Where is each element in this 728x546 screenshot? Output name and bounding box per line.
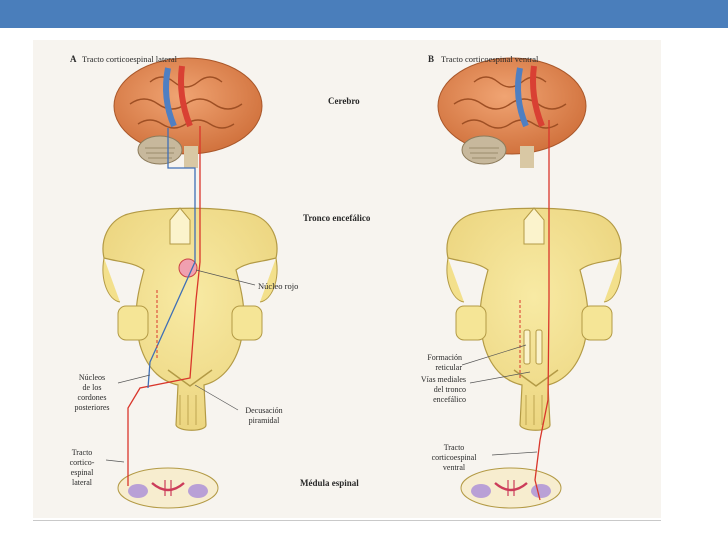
pathway-lateral-blue [147, 128, 196, 389]
svg-text:de los: de los [83, 383, 102, 392]
panel-b-title: Tracto corticoespinal ventral [441, 54, 539, 64]
svg-text:Vías mediales: Vías mediales [421, 375, 466, 384]
brain-a [113, 57, 263, 168]
svg-text:piramidal: piramidal [249, 416, 280, 425]
label-formacion-reticular: Formación reticular [427, 353, 462, 372]
svg-text:ventral: ventral [443, 463, 466, 472]
label-vias-mediales: Vías mediales del tronco encefálico [421, 375, 466, 404]
panel-a: A Tracto corticoespinal lateral Núcleo r… [70, 54, 298, 509]
svg-text:encefálico: encefálico [433, 395, 466, 404]
label-tronco-encefalico: Tronco encefálico [303, 213, 371, 223]
panel-b-letter: B [428, 54, 434, 64]
svg-text:cordones: cordones [78, 393, 107, 402]
svg-text:Formación: Formación [427, 353, 462, 362]
brainstem-b [446, 207, 622, 431]
svg-text:espinal: espinal [71, 468, 94, 477]
label-nucleo-rojo: Núcleo rojo [258, 281, 298, 291]
pathway-ventral-red [534, 120, 550, 501]
label-tracto-ventral: Tracto corticoespinal ventral [432, 443, 478, 472]
svg-text:del tronco: del tronco [434, 385, 466, 394]
svg-text:reticular: reticular [435, 363, 462, 372]
header-bar [0, 0, 728, 28]
svg-text:Decusación: Decusación [245, 406, 282, 415]
spinal-cord-a [117, 467, 219, 509]
panel-b: B Tracto corticoespinal ventral Formació… [421, 54, 622, 509]
svg-text:Núcleos: Núcleos [79, 373, 105, 382]
svg-text:posteriores: posteriores [74, 403, 109, 412]
panel-a-title: Tracto corticoespinal lateral [82, 54, 178, 64]
label-tracto-lateral: Tracto cortico- espinal lateral [70, 448, 95, 487]
svg-text:lateral: lateral [72, 478, 93, 487]
svg-text:corticoespinal: corticoespinal [432, 453, 478, 462]
brainstem-a [102, 207, 278, 431]
spinal-cord-b [460, 467, 562, 509]
label-medula-espinal: Médula espinal [300, 478, 359, 488]
label-decusacion: Decusación piramidal [245, 406, 282, 425]
svg-text:Tracto: Tracto [72, 448, 93, 457]
label-nucleos-cordones: Núcleos de los cordones posteriores [74, 373, 109, 412]
brain-b [437, 57, 587, 168]
panel-a-letter: A [70, 54, 77, 64]
footer-divider [33, 520, 661, 521]
pathway-lateral-red [127, 126, 201, 486]
label-cerebro: Cerebro [328, 96, 360, 106]
svg-text:Tracto: Tracto [444, 443, 465, 452]
svg-text:cortico-: cortico- [70, 458, 95, 467]
